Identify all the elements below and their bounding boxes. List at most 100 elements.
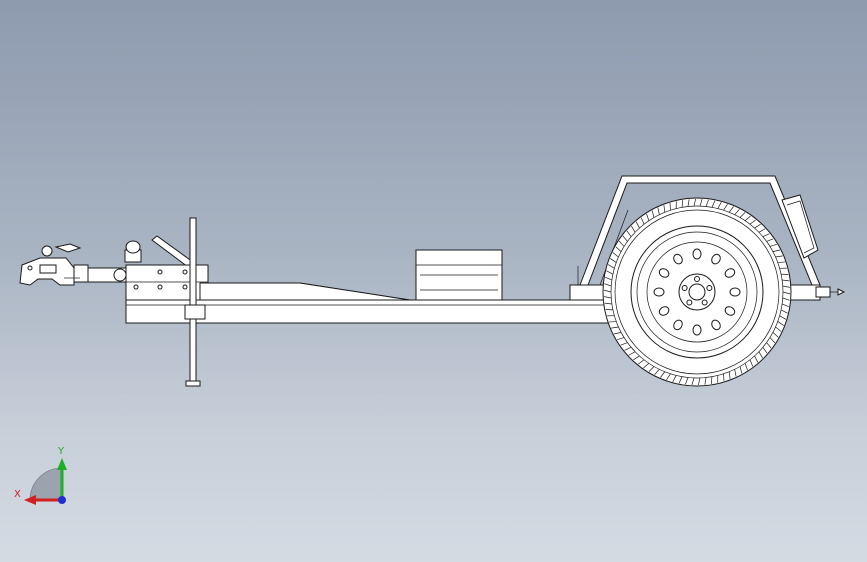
tread-mark	[766, 342, 772, 349]
jack-stand	[184, 217, 206, 387]
tread-mark	[704, 377, 707, 385]
tread-mark	[657, 207, 660, 215]
tread-mark	[734, 369, 737, 377]
wheel-hole	[729, 287, 741, 297]
tread-mark	[646, 213, 650, 221]
wheel-hole	[658, 306, 670, 316]
tail-light	[781, 194, 819, 259]
tread-mark	[603, 289, 612, 293]
tread-mark	[744, 363, 748, 371]
tread-mark	[728, 206, 734, 213]
tread-mark	[705, 199, 709, 207]
tread-mark	[660, 371, 666, 378]
tread-mark	[640, 217, 645, 225]
tread-mark	[624, 346, 632, 351]
tread-mark	[766, 238, 774, 242]
tread-mark	[691, 377, 695, 385]
tread-mark	[613, 332, 622, 335]
x-axis-arrowhead	[24, 495, 36, 505]
wheel	[602, 197, 792, 387]
tread-mark	[648, 366, 655, 372]
wheel-hole	[653, 287, 665, 297]
tread-mark	[663, 205, 666, 213]
tread-mark	[605, 276, 612, 281]
tread-mark	[775, 326, 782, 332]
tread-mark	[782, 297, 790, 301]
tread-mark	[782, 291, 791, 295]
y-axis-label: Y	[57, 446, 65, 457]
tread-mark	[710, 376, 713, 384]
tread-mark	[762, 233, 770, 238]
tread-mark	[610, 258, 617, 263]
jack-head	[124, 235, 194, 277]
tongue-tube	[87, 267, 129, 283]
tread-mark	[611, 326, 619, 329]
lug-nut	[681, 284, 688, 291]
lug-nut	[686, 299, 693, 306]
tread-mark	[604, 302, 612, 305]
z-axis-dot	[58, 496, 66, 504]
tread-mark	[654, 369, 660, 375]
axis-triad: Y X	[14, 446, 67, 505]
tread-mark	[631, 225, 636, 233]
tire-tread	[603, 198, 791, 386]
tread-mark	[678, 376, 683, 384]
y-axis-arrowhead	[57, 458, 67, 470]
tread-mark	[604, 283, 612, 287]
wheel-hole	[711, 319, 721, 331]
tread-mark	[606, 270, 614, 275]
tread-mark	[728, 371, 731, 379]
tread-mark	[779, 315, 787, 320]
wheel-holes	[653, 248, 741, 336]
tread-mark	[628, 351, 636, 356]
tread-mark	[612, 252, 619, 258]
tread-mark	[638, 359, 645, 365]
tread-mark	[739, 212, 746, 218]
wheel-hole	[673, 319, 683, 331]
tread-mark	[782, 279, 790, 282]
tread-mark	[607, 264, 615, 269]
wheel-hole	[711, 253, 721, 265]
tread-mark	[666, 373, 671, 381]
x-axis-label: X	[14, 489, 21, 500]
tread-mark	[772, 332, 779, 338]
tread-mark	[681, 200, 684, 208]
tread-mark	[777, 261, 786, 263]
lug-nut	[706, 284, 713, 291]
tread-mark	[620, 342, 628, 346]
tread-mark	[754, 223, 761, 229]
tread-mark	[775, 255, 783, 258]
tread-mark	[772, 249, 781, 252]
lug-nut	[701, 299, 708, 306]
tread-mark	[734, 209, 740, 215]
wheel-hole	[658, 268, 670, 278]
tread-mark	[782, 285, 790, 288]
tread-mark	[762, 347, 768, 354]
tread-mark	[749, 219, 756, 225]
tread-mark	[643, 363, 650, 369]
tread-mark	[749, 359, 754, 367]
toolbox	[415, 249, 503, 301]
tread-mark	[672, 375, 677, 382]
tread-mark	[744, 215, 751, 221]
tread-mark	[687, 199, 690, 207]
main-frame-rail	[125, 282, 611, 324]
tread-mark	[769, 337, 776, 344]
tread-mark	[633, 355, 640, 361]
tread-mark	[777, 321, 784, 326]
tread-mark	[758, 228, 766, 233]
tread-mark	[758, 351, 763, 359]
tread-mark	[693, 198, 696, 207]
tread-mark	[608, 321, 617, 323]
hitch-coupler	[19, 243, 89, 286]
tread-mark	[617, 337, 625, 341]
tread-mark	[711, 200, 716, 208]
tread-mark	[651, 210, 655, 218]
wheel-hole	[673, 253, 683, 265]
tread-mark	[635, 221, 640, 229]
triad-quarter-disc	[29, 467, 63, 501]
tread-mark	[622, 235, 628, 242]
tread-mark	[604, 296, 612, 299]
